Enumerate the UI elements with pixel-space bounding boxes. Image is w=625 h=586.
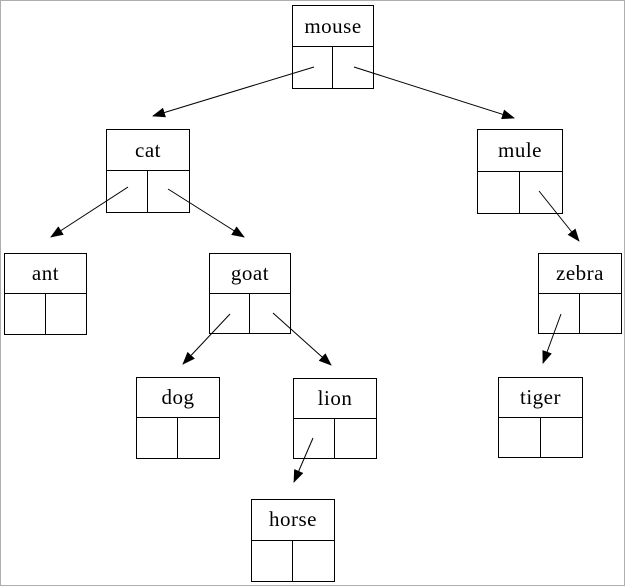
pointer-cells <box>107 171 189 212</box>
pointer-cells <box>539 293 621 334</box>
node-label: tiger <box>499 378 582 418</box>
right-pointer-cell <box>541 418 583 458</box>
pointer-cells <box>252 540 334 582</box>
node-label: zebra <box>539 254 621 294</box>
pointer-cells <box>293 47 373 88</box>
tree-node-dog: dog <box>136 377 220 459</box>
pointer-cells <box>5 294 86 334</box>
tree-node-cat: cat <box>106 129 190 213</box>
left-pointer-cell <box>478 171 520 213</box>
right-pointer-cell <box>178 418 219 458</box>
tree-node-mule: mule <box>477 129 563 214</box>
right-pointer-cell <box>46 294 87 334</box>
node-label: ant <box>5 254 86 294</box>
pointer-cells <box>294 418 376 459</box>
left-pointer-cell <box>294 418 335 458</box>
tree-node-goat: goat <box>209 253 291 334</box>
pointer-cells <box>499 417 583 458</box>
tree-node-mouse: mouse <box>292 5 374 89</box>
left-pointer-cell <box>252 540 293 581</box>
right-pointer-cell <box>520 172 562 214</box>
left-pointer-cell <box>107 171 148 212</box>
tree-node-ant: ant <box>4 253 87 335</box>
pointer-cells <box>137 418 219 458</box>
right-pointer-cell <box>250 294 290 334</box>
right-pointer-cell <box>335 419 376 459</box>
right-pointer-cell <box>580 294 621 334</box>
node-label: cat <box>107 130 189 171</box>
tree-node-horse: horse <box>251 499 335 582</box>
node-label: mouse <box>293 6 373 47</box>
left-pointer-cell <box>293 47 333 88</box>
tree-node-zebra: zebra <box>538 253 622 334</box>
pointer-cells <box>478 171 562 214</box>
tree-node-lion: lion <box>293 378 377 459</box>
node-label: dog <box>137 378 219 418</box>
tree-node-tiger: tiger <box>498 377 583 458</box>
left-pointer-cell <box>137 418 178 458</box>
right-pointer-cell <box>333 47 373 88</box>
pointer-cells <box>210 293 290 334</box>
node-label: horse <box>252 500 334 541</box>
left-pointer-cell <box>539 293 580 333</box>
left-pointer-cell <box>499 417 541 457</box>
edge-mouse-left-to-cat <box>152 66 315 118</box>
node-label: goat <box>210 254 290 294</box>
left-pointer-cell <box>5 294 46 334</box>
left-pointer-cell <box>210 293 250 333</box>
right-pointer-cell <box>148 171 189 212</box>
right-pointer-cell <box>293 541 334 582</box>
node-label: lion <box>294 379 376 419</box>
node-label: mule <box>478 130 562 172</box>
edge-mouse-right-to-mule <box>353 66 515 120</box>
